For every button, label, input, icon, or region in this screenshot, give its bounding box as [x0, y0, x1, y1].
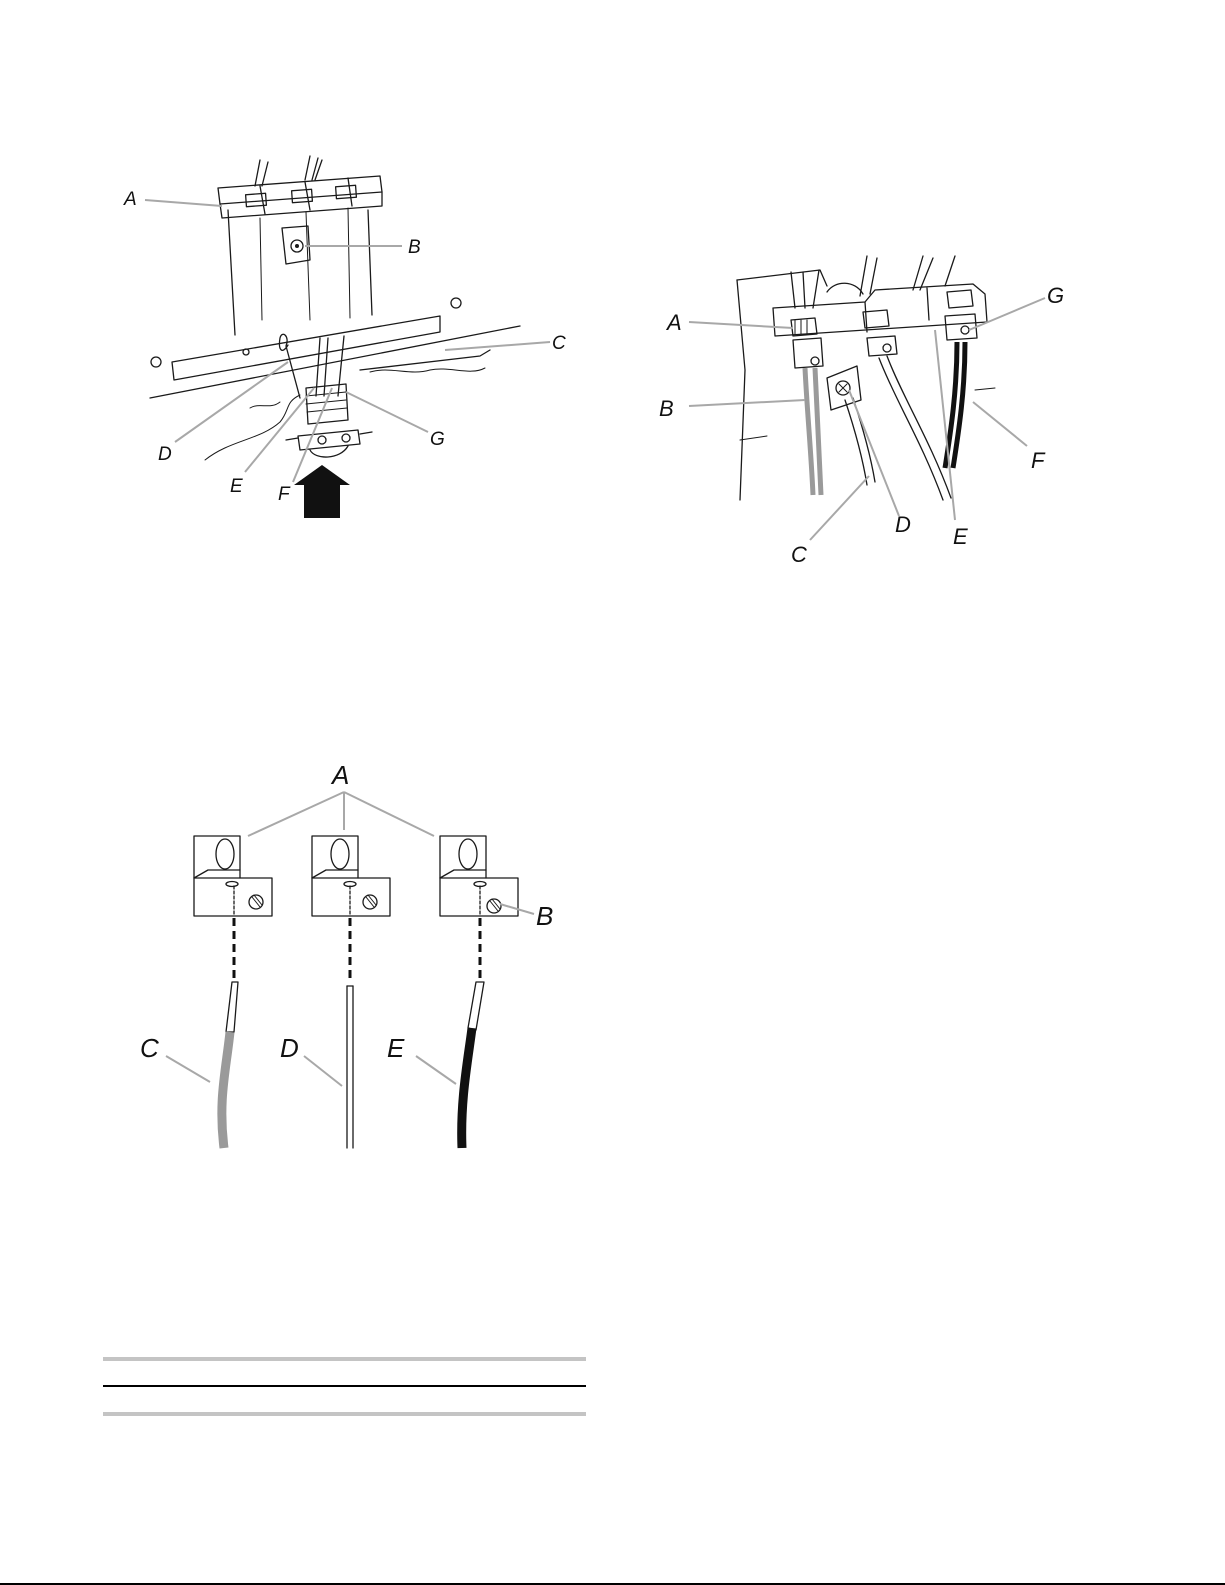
label-c: C — [140, 1033, 159, 1063]
strain-relief-labels: A B C D E F G — [110, 140, 590, 540]
label-f: F — [278, 484, 291, 505]
label-a: A — [123, 189, 137, 210]
label-d: D — [895, 512, 911, 537]
label-e: E — [953, 524, 968, 549]
wire-connection-labels: A B C D E F G — [655, 250, 1095, 580]
label-a: A — [330, 760, 349, 790]
rule-top-gray — [103, 1357, 586, 1361]
label-d: D — [158, 444, 172, 465]
label-c: C — [791, 542, 807, 567]
label-f: F — [1031, 448, 1046, 473]
rule-bottom-gray — [103, 1412, 586, 1416]
label-b: B — [659, 396, 674, 421]
rule-middle-black — [103, 1385, 586, 1387]
figure-strain-relief: A B C D E F G — [110, 140, 590, 540]
label-b: B — [536, 901, 553, 931]
label-g: G — [1047, 283, 1064, 308]
figure-wire-connection: A B C D E F G — [655, 250, 1095, 580]
label-d: D — [280, 1033, 299, 1063]
figure-lug-connectors: A B C D E — [130, 760, 600, 1160]
label-b: B — [408, 237, 421, 258]
label-e: E — [230, 476, 243, 497]
lug-connectors-labels: A B C D E — [130, 760, 600, 1160]
label-e: E — [387, 1033, 405, 1063]
label-g: G — [430, 429, 445, 450]
label-c: C — [552, 333, 566, 354]
label-a: A — [665, 310, 682, 335]
